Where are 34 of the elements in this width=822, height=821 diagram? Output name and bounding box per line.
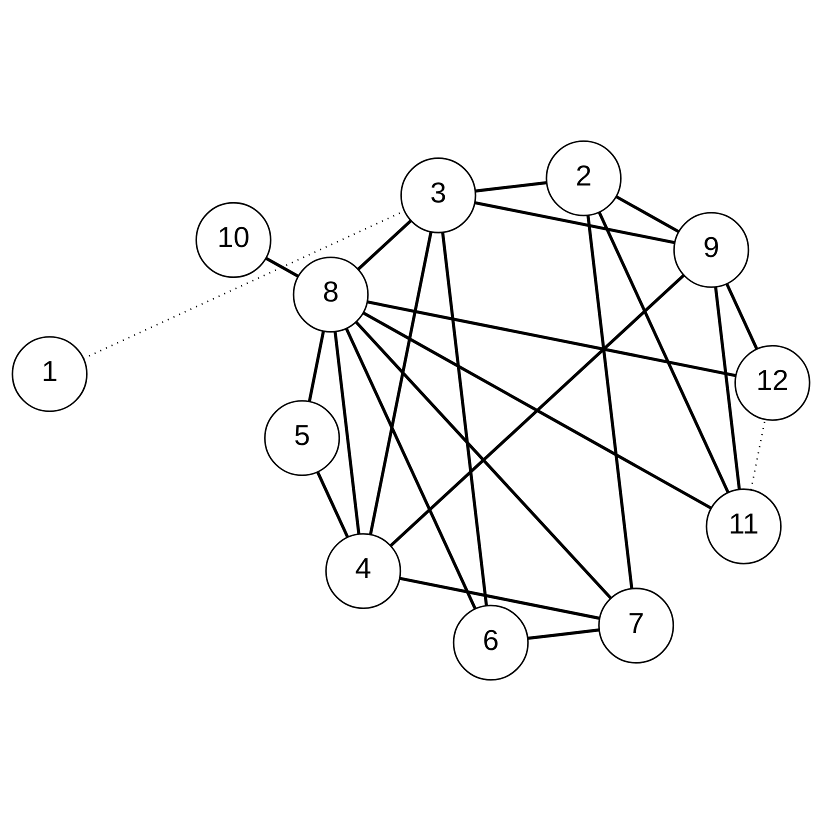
node-circle: 3 [400,157,476,234]
connector [475,181,547,193]
node-circle: 9 [673,212,750,288]
node-circle: 5 [264,400,340,476]
node-circle: 4 [325,533,402,610]
connector [354,320,612,600]
connector [598,212,730,494]
node-circle: 6 [452,604,529,681]
node-circle: 8 [292,256,369,333]
node-circle: 1 [12,336,88,412]
node-circle: 2 [546,140,622,216]
connector [586,215,634,589]
connector [366,300,736,378]
connector [750,419,766,490]
connector [474,201,676,244]
node-circle: 12 [734,344,810,421]
connector [316,471,350,538]
connector [528,628,600,640]
connector [357,220,412,270]
connector [368,232,432,535]
connector [362,312,712,510]
node-circle: 11 [706,488,782,564]
connector [441,232,488,606]
connector [615,195,680,234]
connector [400,576,600,620]
connector [308,330,325,402]
connector [265,257,299,278]
node-circle: 10 [195,202,272,278]
connector [725,283,758,350]
node-circle: 7 [598,588,674,664]
connector [345,328,477,610]
connector [334,331,360,534]
connector [714,286,741,490]
connector [390,274,685,547]
